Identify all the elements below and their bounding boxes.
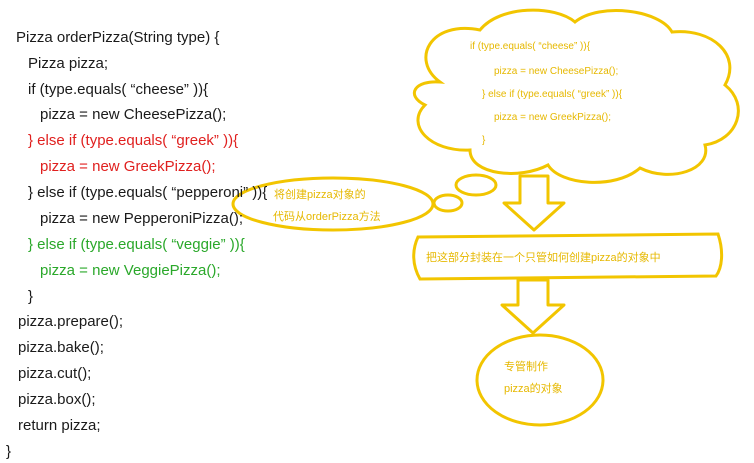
- speech-line-1: 将创建pizza对象的: [274, 189, 366, 201]
- code-line-12: pizza.prepare();: [18, 313, 124, 330]
- code-line-1: Pizza orderPizza(String type) {: [16, 29, 220, 46]
- code-line-10: pizza = new VeggiePizza();: [40, 262, 221, 279]
- code-line-8: pizza = new PepperoniPizza();: [40, 210, 244, 227]
- banner-text: 把这部分封装在一个只管如何创建pizza的对象中: [426, 252, 661, 264]
- code-line-15: pizza.box();: [18, 391, 96, 408]
- cloud-line-3: } else if (type.equals( “greek” )){: [482, 89, 623, 100]
- thought-bubble-small-2: [432, 193, 464, 213]
- code-line-6: pizza = new GreekPizza();: [40, 158, 216, 175]
- code-line-14: pizza.cut();: [18, 365, 92, 382]
- banner-shape: [412, 232, 724, 281]
- down-arrow-2: [500, 278, 566, 335]
- code-line-4: pizza = new CheesePizza();: [40, 106, 227, 123]
- speech-bubble: [231, 176, 435, 232]
- circle-line-1: 专管制作: [504, 361, 548, 373]
- cloud-line-4: pizza = new GreekPizza();: [494, 112, 611, 123]
- down-arrow-1: [502, 174, 566, 232]
- code-line-5: } else if (type.equals( “greek” )){: [28, 132, 239, 149]
- thought-bubble-small-1: [454, 173, 498, 197]
- cloud-line-1: if (type.equals( “cheese” )){: [470, 41, 591, 52]
- speech-line-2: 代码从orderPizza方法: [273, 211, 381, 223]
- code-line-9: } else if (type.equals( “veggie” )){: [28, 236, 245, 253]
- code-line-2: Pizza pizza;: [28, 55, 109, 72]
- code-line-11: }: [28, 288, 34, 305]
- cloud-line-5: }: [482, 135, 486, 146]
- cloud-line-2: pizza = new CheesePizza();: [494, 66, 619, 77]
- code-line-17: }: [6, 443, 12, 460]
- code-line-3: if (type.equals( “cheese” )){: [28, 81, 209, 98]
- thought-cloud: [412, 8, 740, 184]
- object-circle: [475, 333, 605, 427]
- circle-line-2: pizza的对象: [504, 383, 563, 395]
- code-line-13: pizza.bake();: [18, 339, 104, 356]
- code-line-7: } else if (type.equals( “pepperoni” )){: [28, 184, 268, 201]
- code-line-16: return pizza;: [18, 417, 101, 434]
